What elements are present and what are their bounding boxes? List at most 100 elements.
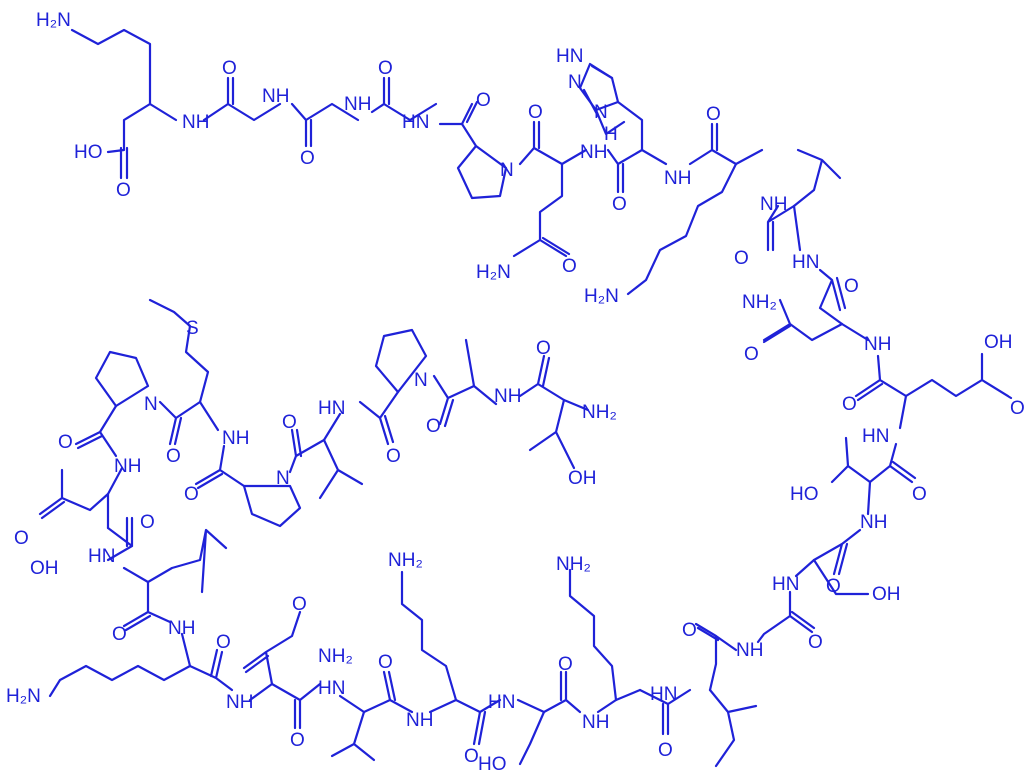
bond — [542, 670, 582, 714]
bond — [362, 670, 414, 714]
atom-label: N — [144, 394, 158, 415]
bond — [528, 398, 590, 470]
atom-label: O — [912, 484, 927, 505]
atom-label: NH — [760, 194, 787, 215]
bond — [818, 268, 847, 326]
atom-label: NH — [494, 386, 521, 407]
bond — [74, 404, 118, 458]
atom-label: HN — [650, 684, 677, 705]
atom-label: O — [300, 148, 315, 169]
bond — [756, 590, 816, 644]
atom-label: HN — [556, 46, 583, 67]
atom-label: O — [426, 416, 441, 437]
atom-label: HN — [402, 112, 429, 133]
atom-label: NH — [664, 168, 691, 189]
bond — [734, 148, 764, 166]
bond — [854, 352, 1013, 402]
bond — [408, 102, 438, 122]
bond — [318, 438, 364, 500]
atom-label: N — [500, 160, 514, 181]
bond — [122, 528, 228, 632]
bond — [688, 122, 738, 166]
atom-label: NH — [864, 334, 891, 355]
bond — [370, 76, 412, 122]
atom-label: NH₂ — [582, 402, 617, 423]
bond — [242, 484, 302, 528]
atom-label: HN — [862, 426, 889, 447]
atom-label: NH₂ — [318, 646, 353, 667]
atom-label: O — [826, 576, 841, 597]
atom-label: OH — [30, 558, 59, 579]
atom-label: NH₂ — [742, 292, 777, 313]
bond — [606, 148, 668, 194]
atom-label: O — [292, 594, 307, 615]
bond — [512, 162, 571, 258]
bond — [38, 468, 110, 530]
bond — [866, 480, 872, 516]
atom-label: H₂N — [36, 10, 71, 31]
bond — [638, 688, 692, 736]
bond — [596, 698, 618, 714]
atom-label: O — [658, 740, 673, 761]
atom-label: OH — [872, 584, 901, 605]
atom-label: HN — [318, 398, 345, 419]
atom-label: NH — [582, 712, 609, 733]
bond — [358, 390, 400, 446]
atom-label: O — [558, 654, 573, 675]
atom-label: O — [536, 338, 551, 359]
atom-label: O — [386, 446, 401, 467]
bond — [560, 148, 588, 166]
atom-label: O — [844, 276, 859, 297]
bond — [242, 610, 302, 686]
atom-label: O — [682, 620, 697, 641]
bond — [270, 682, 322, 730]
atom-label: O — [706, 104, 721, 125]
bond — [202, 76, 282, 122]
atom-label: NH — [736, 640, 763, 661]
atom-label: NH — [262, 86, 289, 107]
bond — [188, 648, 234, 692]
atom-label: NH — [168, 618, 195, 639]
atom-label: HN — [88, 546, 115, 567]
bond — [148, 102, 178, 122]
atom-label: HN — [488, 692, 515, 713]
atom-label: HN — [772, 574, 799, 595]
atom-label: O — [734, 248, 749, 269]
atom-label: O — [222, 58, 237, 79]
bond — [374, 328, 428, 394]
atom-label: HO — [478, 754, 507, 775]
atom-label: O — [476, 90, 491, 111]
atom-label: OH — [984, 332, 1013, 353]
bond — [708, 688, 758, 768]
atom-label: O — [216, 632, 231, 653]
bond — [94, 350, 150, 408]
atom-label: N — [276, 468, 290, 489]
bond — [518, 120, 564, 166]
bond — [400, 570, 458, 702]
atom-label: O — [808, 632, 823, 653]
atom-label: NH — [226, 692, 253, 713]
bond — [762, 298, 844, 344]
bond — [122, 566, 150, 584]
atom-label: NH — [860, 512, 887, 533]
bond — [830, 436, 917, 484]
atom-label: O — [166, 446, 181, 467]
bond — [840, 322, 870, 342]
bond — [194, 444, 246, 490]
atom-label: O — [562, 256, 577, 277]
atom-label: O — [290, 730, 305, 751]
bond — [518, 354, 566, 402]
bond — [48, 664, 192, 698]
atom-label: HO — [790, 484, 819, 505]
atom-label: HO — [74, 142, 103, 163]
bond — [158, 400, 202, 446]
atom-label: NH — [222, 428, 249, 449]
bond — [288, 428, 326, 474]
bond — [248, 682, 274, 702]
atom-label: HN — [318, 678, 345, 699]
bond — [794, 558, 816, 578]
atom-label: O — [842, 394, 857, 415]
